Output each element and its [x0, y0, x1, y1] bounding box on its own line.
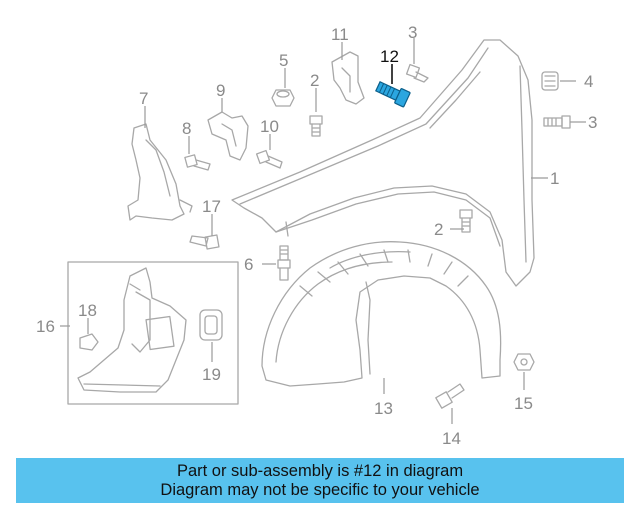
callout-12-highlighted: 12 [380, 47, 399, 66]
bracket-7-part [127, 123, 193, 221]
callout-3-right: 3 [588, 113, 597, 132]
callout-16: 16 [36, 317, 55, 336]
callout-6: 6 [244, 255, 253, 274]
callout-14: 14 [442, 429, 461, 448]
fastener-6-stud [277, 245, 291, 281]
callout-15: 15 [514, 394, 533, 413]
fastener-19-grommet [199, 309, 223, 341]
fastener-18-clip [79, 333, 99, 351]
fastener-8-bolt [184, 154, 211, 171]
callout-11: 11 [331, 25, 349, 44]
info-banner: Part or sub-assembly is #12 in diagram D… [16, 458, 624, 503]
bracket-9-part [207, 111, 249, 161]
callout-1: 1 [550, 169, 559, 188]
callout-19: 19 [202, 365, 221, 384]
fastener-2-upper-bolt [309, 115, 323, 137]
fastener-14-bolt [435, 383, 465, 409]
callout-2-lower: 2 [434, 220, 443, 239]
banner-line-2: Diagram may not be specific to your vehi… [160, 481, 480, 499]
callout-8: 8 [182, 119, 191, 138]
banner-line-1: Part or sub-assembly is #12 in diagram [176, 462, 464, 480]
fastener-10-bolt [255, 149, 283, 169]
splash-shield-group [67, 261, 239, 405]
leader-lines [60, 38, 586, 424]
callout-5: 5 [279, 51, 288, 70]
fastener-2-lower-bolt [459, 209, 473, 233]
callout-9: 9 [216, 81, 225, 100]
callout-10: 10 [260, 117, 279, 136]
callout-labels: 1 2 2 3 3 4 5 6 7 8 9 10 11 12 13 14 15 … [36, 23, 597, 448]
callout-7: 7 [139, 89, 148, 108]
fastener-4-clip [541, 71, 559, 91]
callout-18: 18 [78, 301, 97, 320]
part-12-bolt-highlighted[interactable] [375, 79, 411, 108]
callout-2-upper: 2 [310, 71, 319, 90]
callout-17: 17 [202, 197, 221, 216]
parts-diagram: 1 2 2 3 3 4 5 6 7 8 9 10 11 12 13 14 15 … [36, 23, 597, 448]
fastener-15-nut [513, 353, 535, 371]
wheel-liner-part [261, 241, 502, 387]
fastener-3-upper-bolt [405, 63, 429, 83]
splash-shield-box [67, 261, 239, 405]
fender-part [231, 39, 535, 287]
fastener-5-nut [271, 89, 295, 107]
fastener-17-bolt [189, 234, 220, 250]
bracket-11-part [331, 51, 365, 105]
callout-4: 4 [584, 72, 593, 91]
fastener-3-right-bolt [543, 115, 571, 129]
callout-3-upper: 3 [408, 23, 417, 42]
callout-13: 13 [374, 399, 393, 418]
